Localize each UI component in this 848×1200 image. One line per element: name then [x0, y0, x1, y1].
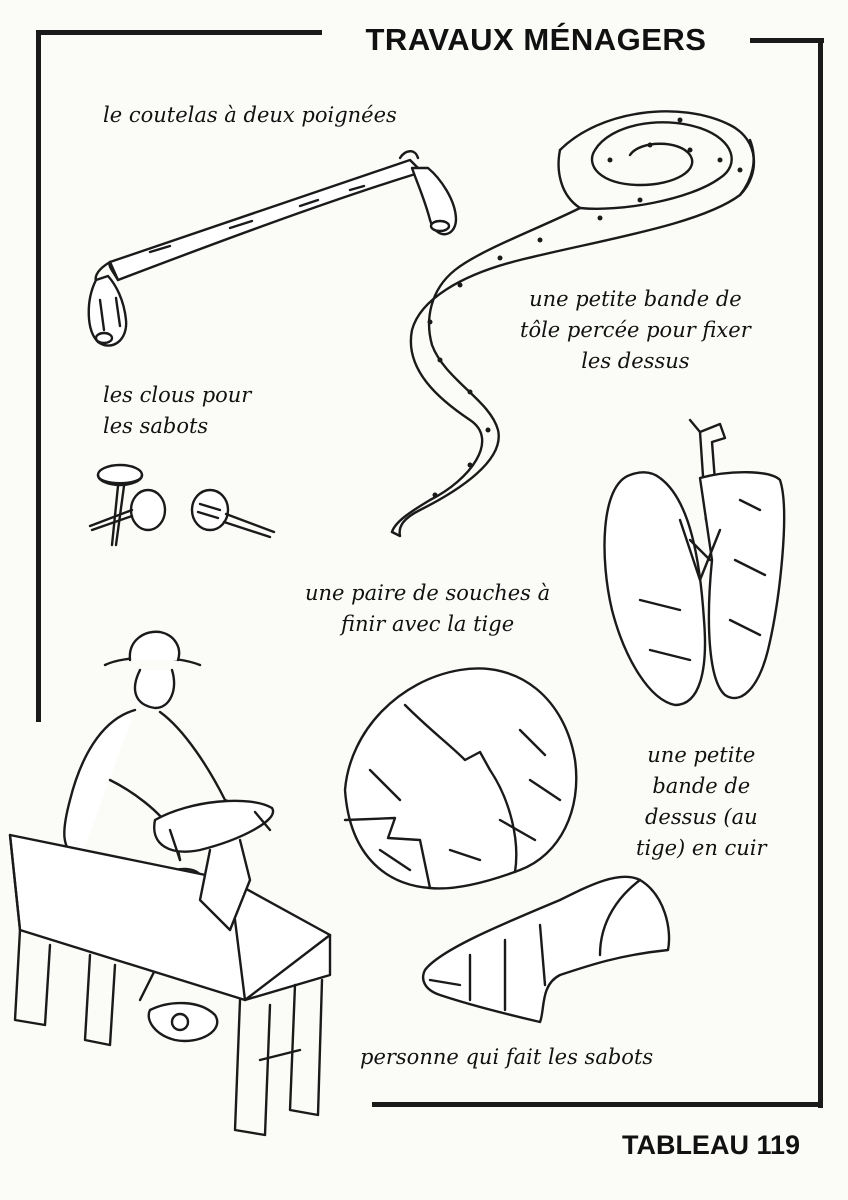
frame-left	[36, 30, 41, 722]
label-leather-upper: une petite bande de dessus (au tige) en …	[636, 740, 767, 864]
label-line: les dessus	[581, 349, 690, 373]
label-line: une paire de souches à	[305, 581, 551, 605]
label-line: une petite	[647, 743, 756, 767]
clog-blanks-drawing	[603, 418, 786, 707]
label-line: les clous pour	[103, 383, 252, 407]
label-line: tôle percée pour fixer	[520, 318, 751, 342]
label-clog-blanks: une paire de souches à finir avec la tig…	[305, 578, 550, 640]
label-line: personne qui fait les sabots	[360, 1045, 654, 1069]
frame-top-right	[750, 38, 824, 43]
label-clog-nails: les clous pour les sabots	[103, 380, 251, 442]
label-clog-maker: personne qui fait les sabots	[360, 1042, 653, 1073]
label-line: le coutelas à deux poignées	[103, 103, 397, 127]
label-line: finir avec la tige	[341, 612, 515, 636]
label-line: les sabots	[103, 414, 209, 438]
label-line: tige) en cuir	[636, 836, 767, 860]
clog-maker-drawing	[8, 630, 332, 1137]
label-metal-strip: une petite bande de tôle percée pour fix…	[520, 284, 751, 377]
frame-right	[818, 38, 823, 1108]
label-drawknife: le coutelas à deux poignées	[103, 100, 397, 131]
label-line: une petite bande de	[529, 287, 742, 311]
metal-strip-drawing	[390, 110, 755, 538]
frame-top-left	[36, 30, 322, 35]
page-title: TRAVAUX MÉNAGERS	[340, 22, 732, 58]
leather-tige-drawing	[421, 875, 671, 1024]
footer-table-number: TABLEAU 119	[621, 1130, 800, 1160]
label-line: dessus (au	[644, 805, 758, 829]
drawknife-drawing	[87, 150, 458, 347]
leather-upper-drawing	[343, 667, 578, 890]
frame-bottom	[372, 1102, 823, 1107]
clog-nails-drawing	[88, 463, 276, 547]
label-line: bande de	[652, 774, 751, 798]
